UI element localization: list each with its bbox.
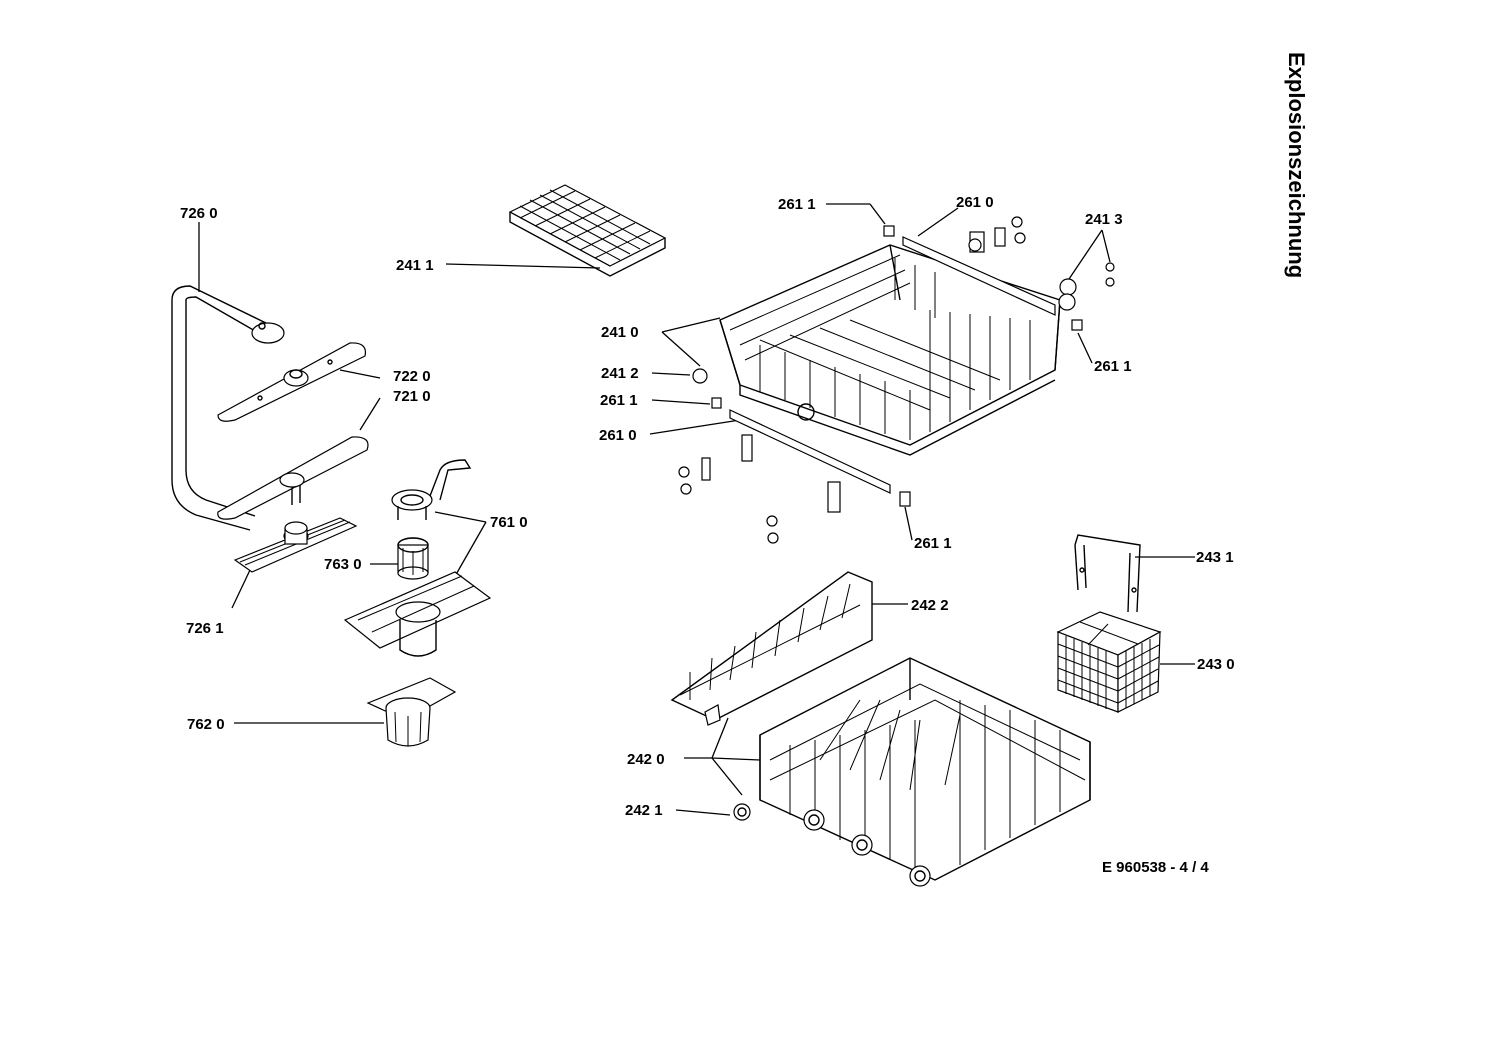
label-242-2: 242 2: [911, 597, 949, 614]
label-261-0-top: 261 0: [956, 194, 994, 211]
label-243-1: 243 1: [1196, 549, 1234, 566]
label-261-1-right: 261 1: [1094, 358, 1132, 375]
label-763-0: 763 0: [324, 556, 362, 573]
basket-rail-lower-part: [729, 409, 891, 494]
plate-rack-insert-part: [670, 571, 873, 726]
label-241-2: 241 2: [601, 365, 639, 382]
label-261-1-left: 261 1: [600, 392, 638, 409]
filter-handle-part: [391, 459, 472, 520]
upper-basket-part: [719, 244, 1061, 456]
label-241-3: 241 3: [1085, 211, 1123, 228]
upper-spray-arm-part: [217, 342, 367, 422]
micro-filter-part: [397, 537, 429, 580]
label-761-0: 761 0: [490, 514, 528, 531]
label-726-0: 726 0: [180, 205, 218, 222]
label-242-0: 242 0: [627, 751, 665, 768]
leader-lines: [198, 203, 1195, 816]
basket-rail-upper-part: [902, 236, 1056, 316]
clips-and-rollers: [678, 216, 1115, 544]
label-722-0: 722 0: [393, 368, 431, 385]
label-261-1-bottom: 261 1: [914, 535, 952, 552]
label-241-0: 241 0: [601, 324, 639, 341]
lower-spray-arm-part: [217, 436, 369, 520]
flat-filter-part: [343, 571, 492, 657]
supply-pipe-part: [171, 285, 285, 531]
label-726-1: 726 1: [186, 620, 224, 637]
cup-shelf-part: [508, 184, 667, 277]
lower-basket-part: [733, 657, 1091, 887]
diagram-title: Explosionszeichnung: [1284, 52, 1309, 279]
label-243-0: 243 0: [1197, 656, 1235, 673]
coarse-filter-part: [366, 677, 457, 747]
label-721-0: 721 0: [393, 388, 431, 405]
label-241-1: 241 1: [396, 257, 434, 274]
cutlery-handle-part: [1074, 534, 1141, 613]
document-number: E 960538 - 4 / 4: [1102, 859, 1209, 876]
label-242-1: 242 1: [625, 802, 663, 819]
label-261-0-bottom: 261 0: [599, 427, 637, 444]
label-261-1-top: 261 1: [778, 196, 816, 213]
cutlery-basket-part: [1056, 611, 1162, 713]
label-762-0: 762 0: [187, 716, 225, 733]
spray-arm-base-part: [233, 517, 358, 573]
